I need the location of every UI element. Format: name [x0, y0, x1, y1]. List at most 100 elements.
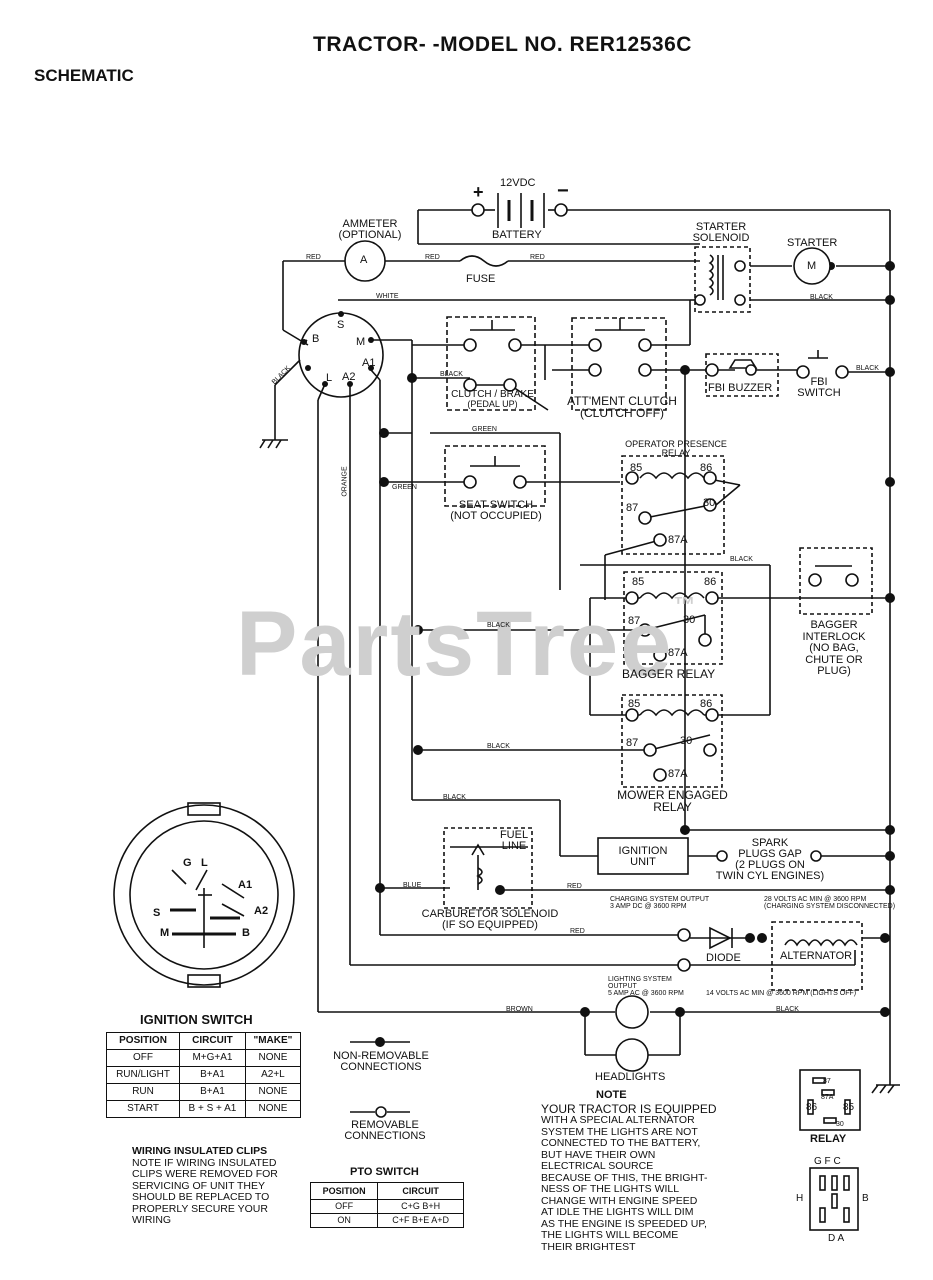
operator-relay-label-line1: OPERATOR PRESENCE — [625, 439, 727, 449]
bagger-relay-30: 30 — [683, 614, 696, 626]
starter-symbol-letter: M — [807, 260, 817, 272]
wire-red-2: RED — [425, 254, 440, 261]
wiring-note-line: SHOULD BE REPLACED TO — [132, 1191, 270, 1203]
terminal-l: L — [326, 372, 333, 384]
legend-removable-line1: REMOVABLE — [351, 1119, 419, 1131]
table-cell: OFF — [105, 1049, 181, 1067]
page-title: TRACTOR- -MODEL NO. RER12536C — [313, 33, 692, 56]
bagger-interlock-line1: BAGGER — [810, 619, 858, 631]
wire-green-2: GREEN — [392, 484, 417, 491]
mower-relay-86: 86 — [700, 698, 713, 710]
wire-black-6: BLACK — [487, 743, 510, 750]
alternator-note-line: AS THE ENGINE IS SPEEDED UP, — [541, 1217, 707, 1230]
starter-solenoid-label-line1: STARTER — [695, 221, 747, 233]
table-row: RUN/LIGHT B+A1 A2+L — [105, 1066, 302, 1084]
spark-plugs-line4: TWIN CYL ENGINES) — [715, 870, 825, 882]
battery-plus-label: + — [473, 182, 484, 202]
switch-face-a2: A2 — [254, 905, 269, 917]
legend-non-removable-line1: NON-REMOVABLE — [333, 1050, 429, 1062]
pto-col-position: POSITION — [309, 1182, 379, 1200]
switch-face-s: S — [153, 907, 161, 919]
bagger-interlock-line4: CHUTE OR — [805, 653, 863, 666]
fbi-switch-label: FBI SWITCH — [792, 377, 846, 399]
legend-non-removable-line2: CONNECTIONS — [340, 1061, 422, 1073]
wiring-clips-note: WIRING INSULATED CLIPS NOTE IF WIRING IN… — [132, 1145, 278, 1227]
table-cell: A2+L — [244, 1066, 302, 1084]
alternator-note-line: CHANGE WITH ENGINE SPEED — [541, 1194, 698, 1207]
lighting-note-line3: 5 AMP AC @ 3600 RPM — [608, 990, 684, 997]
bagger-relay-87a: 87A — [668, 647, 688, 659]
fbi-buzzer-label: FBI BUZZER — [708, 382, 773, 394]
op-relay-85: 85 — [630, 462, 643, 474]
alternator-note-line1: 28 VOLTS AC MIN @ 3600 RPM — [764, 896, 867, 903]
wiring-note-line: CLIPS WERE REMOVED FOR — [132, 1168, 278, 1180]
starter-solenoid-label: STARTER SOLENOID — [686, 222, 756, 244]
wire-black-2: BLACK — [440, 371, 463, 378]
section-title: SCHEMATIC — [34, 66, 134, 85]
headlight-circuit — [318, 995, 900, 1094]
ammeter-symbol — [344, 240, 386, 282]
switch-face-b: B — [242, 927, 250, 939]
wire-black-8: BLACK — [776, 1006, 799, 1013]
pto-switch-table: POSITION CIRCUIT OFF C+G B+H ON C+F B+E … — [309, 1182, 464, 1228]
alternator-note-line: BECAUSE OF THIS, THE BRIGHT- — [541, 1171, 708, 1184]
clutch-brake-label: CLUTCH / BRAKE (PEDAL UP) — [440, 390, 545, 409]
wire-white: WHITE — [376, 293, 399, 300]
removable-terminals — [463, 203, 859, 972]
bagger-relay-86: 86 — [704, 576, 717, 588]
ignition-col-make: "MAKE" — [244, 1032, 302, 1050]
fuse-label: FUSE — [466, 273, 496, 285]
alternator-note-line: THEIR BRIGHTEST — [541, 1240, 636, 1253]
bagger-interlock-line2: INTERLOCK — [802, 630, 866, 643]
fbi-switch-label-line1: FBI — [810, 376, 828, 388]
pto-col-circuit: CIRCUIT — [377, 1182, 464, 1200]
relay-pin-87a: 87A — [821, 1094, 834, 1101]
mower-relay-85: 85 — [628, 698, 641, 710]
alternator-note-line: CONNECTED TO THE BATTERY, — [541, 1137, 701, 1149]
pto-pinout-diagram — [809, 1167, 859, 1231]
legend-removable-line2: CONNECTIONS — [344, 1130, 426, 1142]
relay-pinout-diagram — [799, 1069, 861, 1131]
legend-removable: REMOVABLE CONNECTIONS — [330, 1120, 440, 1142]
spark-plugs-label: SPARK PLUGS GAP (2 PLUGS ON TWIN CYL ENG… — [700, 838, 840, 882]
ignition-col-position: POSITION — [105, 1032, 181, 1050]
pto-pinout-top: G F C — [814, 1156, 841, 1167]
pto-pinout-left: H — [796, 1193, 804, 1204]
alternator-note-line: WITH A SPECIAL ALTERNATOR — [541, 1114, 695, 1126]
alternator-note-line: THE LIGHTS WILL BECOME — [541, 1229, 679, 1241]
mower-relay-label: MOWER ENGAGED RELAY — [600, 789, 745, 813]
attachment-clutch-label-line2: (CLUTCH OFF) — [580, 406, 664, 420]
terminal-a2: A2 — [342, 371, 356, 383]
wire-black-1: BLACK — [810, 294, 833, 301]
ignition-col-circuit: CIRCUIT — [179, 1032, 246, 1050]
wire-red-3: RED — [530, 254, 545, 261]
bagger-interlock-label: BAGGER INTERLOCK (NO BAG, CHUTE OR PLUG) — [788, 619, 880, 678]
wire-black-5: BLACK — [487, 622, 510, 629]
spark-plugs-line1: SPARK — [751, 837, 789, 849]
alternator-note-line2: (CHARGING SYSTEM DISCONNECTED) — [764, 903, 896, 910]
table-cell: C+F B+E A+D — [377, 1213, 464, 1228]
alternator-note-line: BUT HAVE THEIR OWN — [541, 1148, 656, 1161]
table-cell: B+A1 — [179, 1083, 246, 1101]
battery-label: BATTERY — [492, 229, 542, 241]
fuel-line-line2: LINE — [501, 840, 527, 852]
bagger-relay-label: BAGGER RELAY — [622, 667, 716, 681]
pto-table-header: POSITION CIRCUIT — [309, 1182, 464, 1200]
alternator-note-line: AT IDLE THE LIGHTS WILL DIM — [541, 1206, 694, 1218]
attachment-clutch-label: ATT'MENT CLUTCH (CLUTCH OFF) — [556, 395, 688, 419]
table-cell: B+A1 — [179, 1066, 246, 1084]
watermark-text: PartsTree — [236, 593, 674, 695]
carburetor-solenoid-line1: CARBURETOR SOLENOID — [421, 908, 559, 920]
bagger-relay-87: 87 — [628, 615, 641, 627]
seat-switch-label-line2: (NOT OCCUPIED) — [450, 510, 542, 522]
wire-orange: ORANGE — [341, 466, 349, 497]
table-cell: NONE — [244, 1100, 302, 1118]
charging-note-line1: CHARGING SYSTEM OUTPUT — [610, 896, 710, 903]
wire-green-1: GREEN — [472, 426, 497, 433]
ignition-switch-title: IGNITION SWITCH — [140, 1012, 253, 1027]
ignition-unit-label: IGNITION UNIT — [600, 846, 686, 868]
wiring-note-line: WIRING — [132, 1214, 172, 1226]
operator-relay-label-line2: RELAY — [661, 448, 691, 458]
alternator-note-line: YOUR TRACTOR IS EQUIPPED — [541, 1102, 717, 1116]
attachment-clutch-label-line1: ATT'MENT CLUTCH — [567, 394, 677, 408]
